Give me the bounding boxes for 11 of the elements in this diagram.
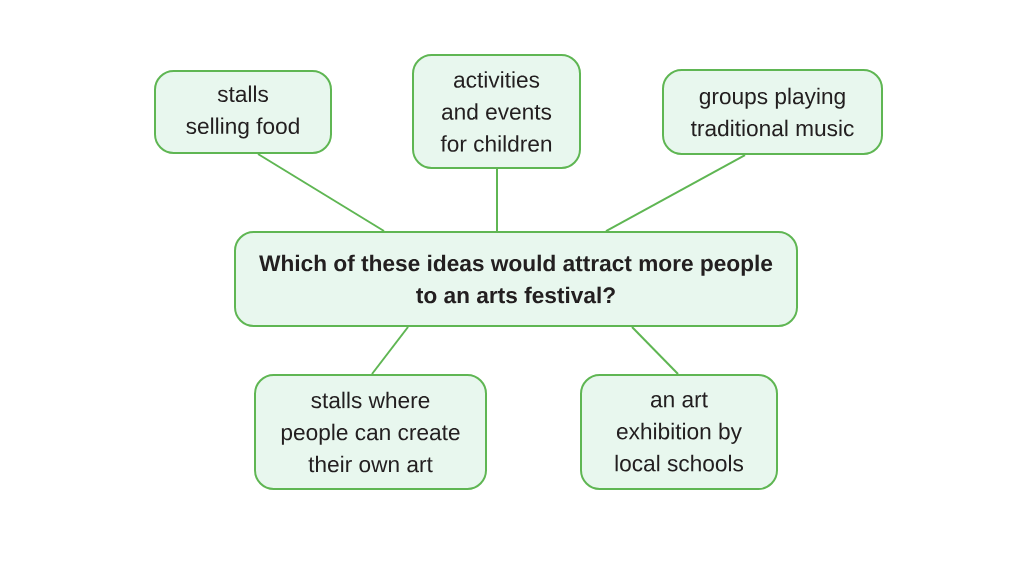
- connector-line: [371, 326, 409, 375]
- connector-line: [257, 153, 385, 232]
- connector-line: [605, 154, 746, 232]
- connector-line: [631, 326, 679, 375]
- idea-box: stalls where people can create their own art: [254, 374, 487, 490]
- question-box: Which of these ideas would attract more people to an arts festival?: [234, 231, 798, 327]
- idea-box: an art exhibition by local schools: [580, 374, 778, 490]
- connector-line: [496, 168, 498, 232]
- idea-box: stalls selling food: [154, 70, 332, 154]
- idea-box: groups playing traditional music: [662, 69, 883, 155]
- idea-box: activities and events for children: [412, 54, 581, 169]
